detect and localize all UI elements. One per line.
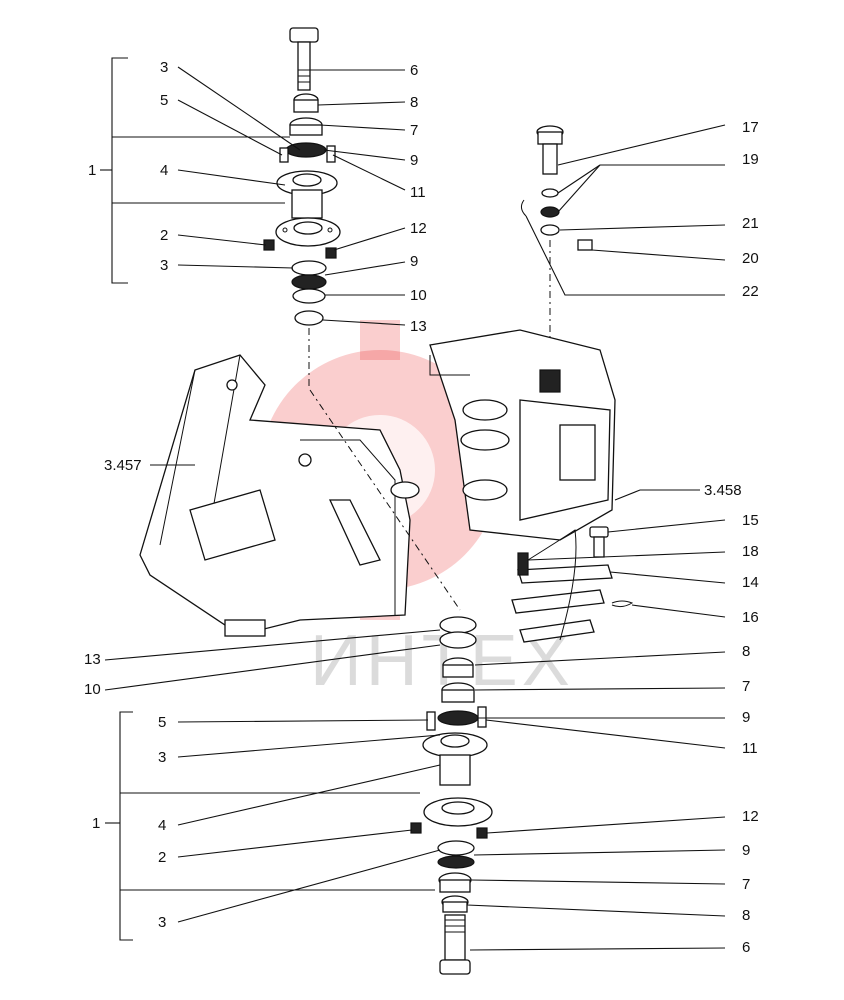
label-17: 17	[742, 119, 759, 136]
right-pin-group	[520, 125, 593, 360]
label-15: 15	[742, 512, 759, 529]
label-13: 13	[410, 318, 427, 335]
group-bracket-top	[100, 57, 290, 284]
label-7b-lower: 7	[742, 876, 750, 893]
label-3: 3	[160, 59, 168, 76]
label-5: 5	[160, 92, 168, 109]
label-group-1-top: 1	[88, 162, 96, 179]
label-frame-3457: 3.457	[104, 457, 142, 474]
label-21: 21	[742, 215, 759, 232]
label-9b-lower: 9	[742, 842, 750, 859]
label-7: 7	[410, 122, 418, 139]
label-12: 12	[410, 220, 427, 237]
label-16: 16	[742, 609, 759, 626]
label-18: 18	[742, 543, 759, 560]
label-5-lower: 5	[158, 714, 166, 731]
label-9: 9	[410, 152, 418, 169]
label-8: 8	[410, 94, 418, 111]
label-6-lower: 6	[742, 939, 750, 956]
frame-3458	[429, 329, 616, 541]
label-4-lower: 4	[158, 817, 166, 834]
label-7-lower: 7	[742, 678, 750, 695]
label-group-1-bottom: 1	[92, 815, 100, 832]
label-14: 14	[742, 574, 759, 591]
label-frame-3458: 3.458	[704, 482, 742, 499]
label-10-lower: 10	[84, 681, 101, 698]
link-plate-group	[511, 526, 634, 643]
label-4: 4	[160, 162, 168, 179]
label-3-lower: 3	[158, 749, 166, 766]
frame-3457	[139, 354, 461, 637]
label-9b: 9	[410, 253, 418, 270]
label-2: 2	[160, 227, 168, 244]
label-9-lower: 9	[742, 709, 750, 726]
label-19: 19	[742, 151, 759, 168]
label-11-lower: 11	[742, 740, 758, 757]
label-3b-lower: 3	[158, 914, 166, 931]
label-8b-lower: 8	[742, 907, 750, 924]
label-11: 11	[410, 184, 426, 201]
label-8-lower: 8	[742, 643, 750, 660]
lower-part-stack	[410, 616, 493, 975]
leader-lines	[104, 66, 726, 951]
label-3b: 3	[160, 257, 168, 274]
group-bracket-bottom	[105, 711, 435, 941]
label-6: 6	[410, 62, 418, 79]
label-20: 20	[742, 250, 759, 267]
label-12-lower: 12	[742, 808, 759, 825]
top-part-stack	[263, 27, 341, 390]
label-10: 10	[410, 287, 427, 304]
label-13-lower: 13	[84, 651, 101, 668]
label-2-lower: 2	[158, 849, 166, 866]
label-22: 22	[742, 283, 759, 300]
